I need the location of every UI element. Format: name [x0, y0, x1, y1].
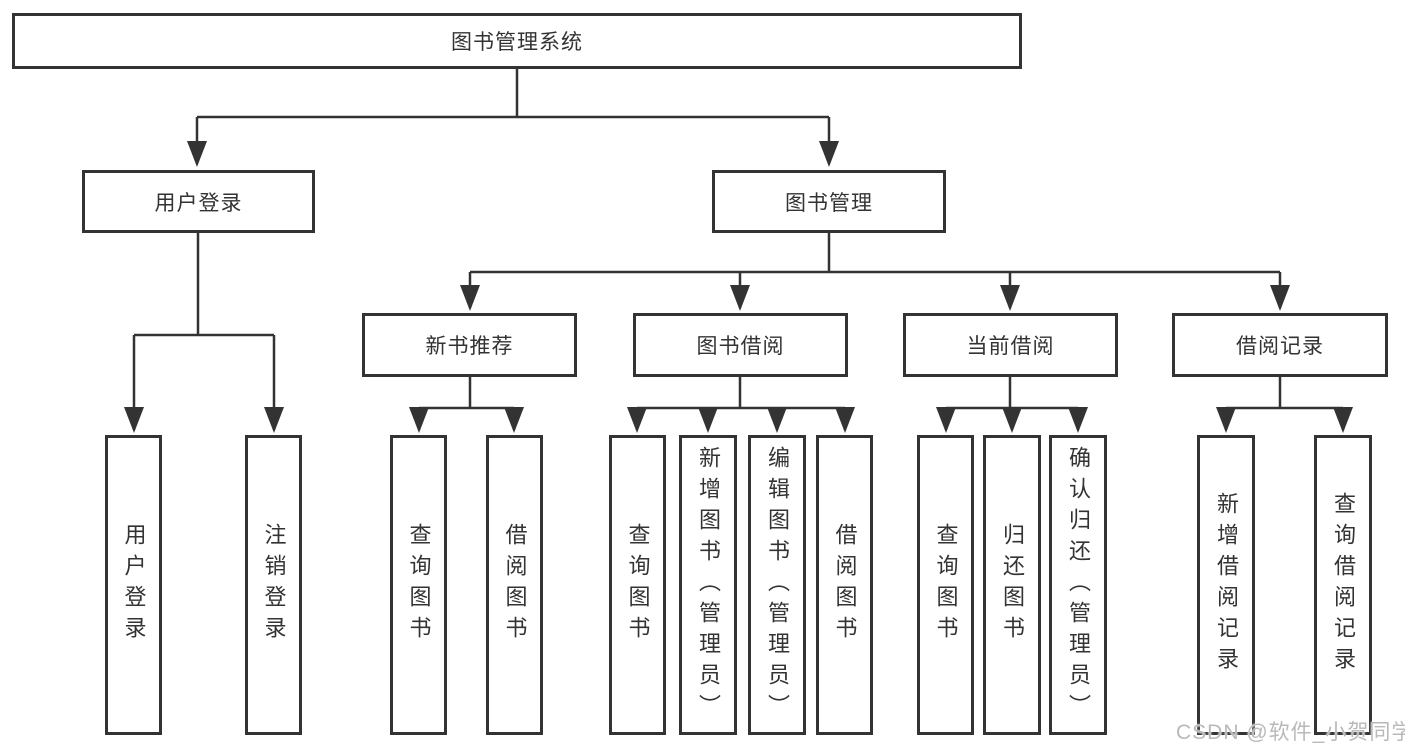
node-book-borrowing: 图书借阅: [633, 313, 848, 377]
leaf-cb-return-books: 归还图书: [983, 435, 1041, 735]
leaf-cb-query-books: 查询图书: [917, 435, 974, 735]
node-current-borrowing: 当前借阅: [903, 313, 1118, 377]
leaf-bb-borrow-books: 借阅图书: [816, 435, 873, 735]
watermark-csdn: CSDN @软件_小贺同学: [1176, 721, 1405, 744]
leaf-rec-query-books: 查询图书: [390, 435, 447, 735]
connector-arrows: [124, 117, 1353, 433]
leaf-cb-confirm-return-admin: 确认归还（管理员）: [1049, 435, 1107, 735]
node-user-login: 用户登录: [82, 170, 315, 233]
node-new-book-recommend: 新书推荐: [362, 313, 577, 377]
leaf-br-add-record: 新增借阅记录: [1197, 435, 1255, 735]
leaf-bb-add-books-admin: 新增图书（管理员）: [679, 435, 737, 735]
leaf-rec-borrow-books: 借阅图书: [486, 435, 543, 735]
leaf-logout: 注销登录: [245, 435, 302, 735]
leaf-bb-edit-books-admin: 编辑图书（管理员）: [748, 435, 806, 735]
node-book-management: 图书管理: [712, 170, 946, 233]
leaf-user-login: 用户登录: [105, 435, 162, 735]
node-root-library-management-system: 图书管理系统: [12, 13, 1022, 69]
leaf-bb-query-books: 查询图书: [609, 435, 666, 735]
leaf-br-query-record: 查询借阅记录: [1314, 435, 1372, 735]
node-borrowing-records: 借阅记录: [1172, 313, 1388, 377]
